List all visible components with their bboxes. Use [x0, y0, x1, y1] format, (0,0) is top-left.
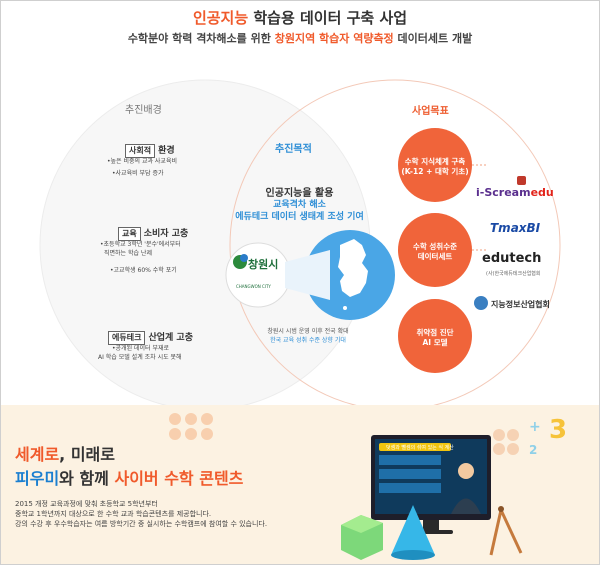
- item-title: 산업계 고충: [148, 333, 193, 343]
- tmax-logo: TmaxBI: [490, 221, 541, 235]
- goal-3-line-2: AI 모델: [422, 338, 448, 347]
- promo-body-1: 2015 개정 교육과정에 맞춰 초등학교 5학년부터: [15, 500, 158, 508]
- tag-education: 교육: [118, 227, 141, 241]
- deco-dot: [201, 428, 213, 440]
- purpose-label: 추진목적: [275, 144, 312, 155]
- purpose-line-3: 에듀테크 데이터 생태계 조성 기여: [235, 212, 364, 222]
- goal-circle-1: [398, 128, 472, 202]
- purpose-line-2: 교육격차 해소: [273, 200, 326, 210]
- goal-3-line-1: 취약점 진단: [416, 328, 454, 337]
- bullet: •고교학생 60% 수학 포기: [110, 267, 177, 274]
- deco-compass: [489, 509, 503, 556]
- deco-dot: [185, 428, 197, 440]
- bullet: 직면하는 학습 난제: [104, 250, 152, 257]
- goal-2-line-2: 데이터세트: [417, 252, 453, 261]
- goal-1-text: 수학 지식체계 구축 (K-12 + 대학 기초): [398, 157, 472, 177]
- goal-2-text: 수학 성취수준 데이터세트: [398, 242, 472, 262]
- promo-headline-2: 피우미와 함께 사이버 수학 콘텐츠: [15, 469, 244, 488]
- deco-dot: [169, 428, 181, 440]
- promo-illustration: [341, 429, 523, 560]
- changwon-name: 창원시: [248, 258, 279, 271]
- goal-1-line-1: 수학 지식체계 구축: [404, 157, 466, 166]
- promo-body-2: 중학교 1학년까지 대상으로 한 수학 교과 학습콘텐츠를 제공합니다.: [15, 510, 212, 518]
- edutech-sub: (사)한국에듀테크산업협회: [486, 271, 541, 277]
- bullet: •사교육비 부담 증가: [112, 170, 164, 177]
- promo-body-3: 강의 수강 후 우수학습자는 여름 방학기간 중 실시하는 수학캠프에 참여할 …: [15, 520, 268, 528]
- screen-question: 덧셈과 뺄셈의 섞여 있는 식 계산: [386, 445, 454, 451]
- caption-1: 창원시 시범 운영 이후 전국 확대: [267, 328, 349, 335]
- teacher-body: [451, 498, 481, 514]
- edutech-logo: edutech: [482, 251, 542, 266]
- deco-dot: [169, 413, 181, 425]
- goal-circle-3: [398, 299, 472, 373]
- tag-social: 사회적: [125, 144, 156, 158]
- deco-plus: +: [529, 419, 541, 435]
- changwon-sub: CHANGWON CITY: [236, 284, 271, 289]
- screen-row: [379, 483, 441, 493]
- connector-band: [285, 250, 330, 300]
- bullet: AI 학습 모델 설계 조차 시도 못해: [98, 354, 182, 361]
- iscream-mark-icon: [517, 176, 526, 185]
- goal-3-text: 취약점 진단 AI 모델: [398, 328, 472, 348]
- goal-1-line-2: (K-12 + 대학 기초): [401, 167, 469, 176]
- promo-banner: 세계로, 미래로 피우미와 함께 사이버 수학 콘텐츠 2015 개정 교육과정…: [1, 405, 599, 564]
- deco-dot: [201, 413, 213, 425]
- purpose-line-1: 인공지능을 활용: [265, 188, 334, 199]
- promo-headline-1: 세계로, 미래로: [15, 445, 115, 464]
- tag-edutech: 에듀테크: [108, 331, 146, 345]
- page-subtitle: 수학분야 학력 격차해소를 위한 창원지역 학습자 역량측정 데이터세트 개발: [127, 32, 473, 45]
- screen-row: [379, 455, 441, 465]
- item-title: 소비자 고충: [143, 229, 189, 239]
- changwon-logo-circle: [225, 242, 291, 308]
- goal-circle-outline: [229, 79, 561, 405]
- bullet: •초등학교 3학년 '분수'에서부터: [100, 241, 181, 248]
- teacher-head: [458, 463, 474, 479]
- deco-number-2: 2: [529, 443, 538, 457]
- venn-diagram: [39, 79, 561, 405]
- screen-title-bar: [379, 443, 451, 451]
- iscream-logo: i-Screamedu: [476, 186, 554, 199]
- background-label: 추진배경: [125, 105, 162, 116]
- screen-row: [379, 469, 441, 479]
- caption-2: 한국 교육 성취 수준 상향 기대: [270, 337, 346, 344]
- deco-cone: [391, 505, 435, 555]
- page-title: 인공지능 학습용 데이터 구축 사업: [192, 9, 408, 27]
- deco-number-3: 3: [549, 415, 568, 445]
- deco-dot: [185, 413, 197, 425]
- korea-map-shape: [338, 239, 368, 297]
- kia-logo: 지능정보산업협회: [491, 300, 550, 309]
- goal-circle-2: [398, 213, 472, 287]
- goals-label: 사업목표: [412, 106, 449, 117]
- item-title: 환경: [158, 146, 175, 156]
- kia-emblem-icon: [474, 296, 488, 310]
- goal-2-line-1: 수학 성취수준: [412, 242, 457, 251]
- bullet: •높은 비중의 교과 사교육비: [107, 158, 177, 165]
- bullet: •공개된 데이터 부재로: [112, 345, 170, 352]
